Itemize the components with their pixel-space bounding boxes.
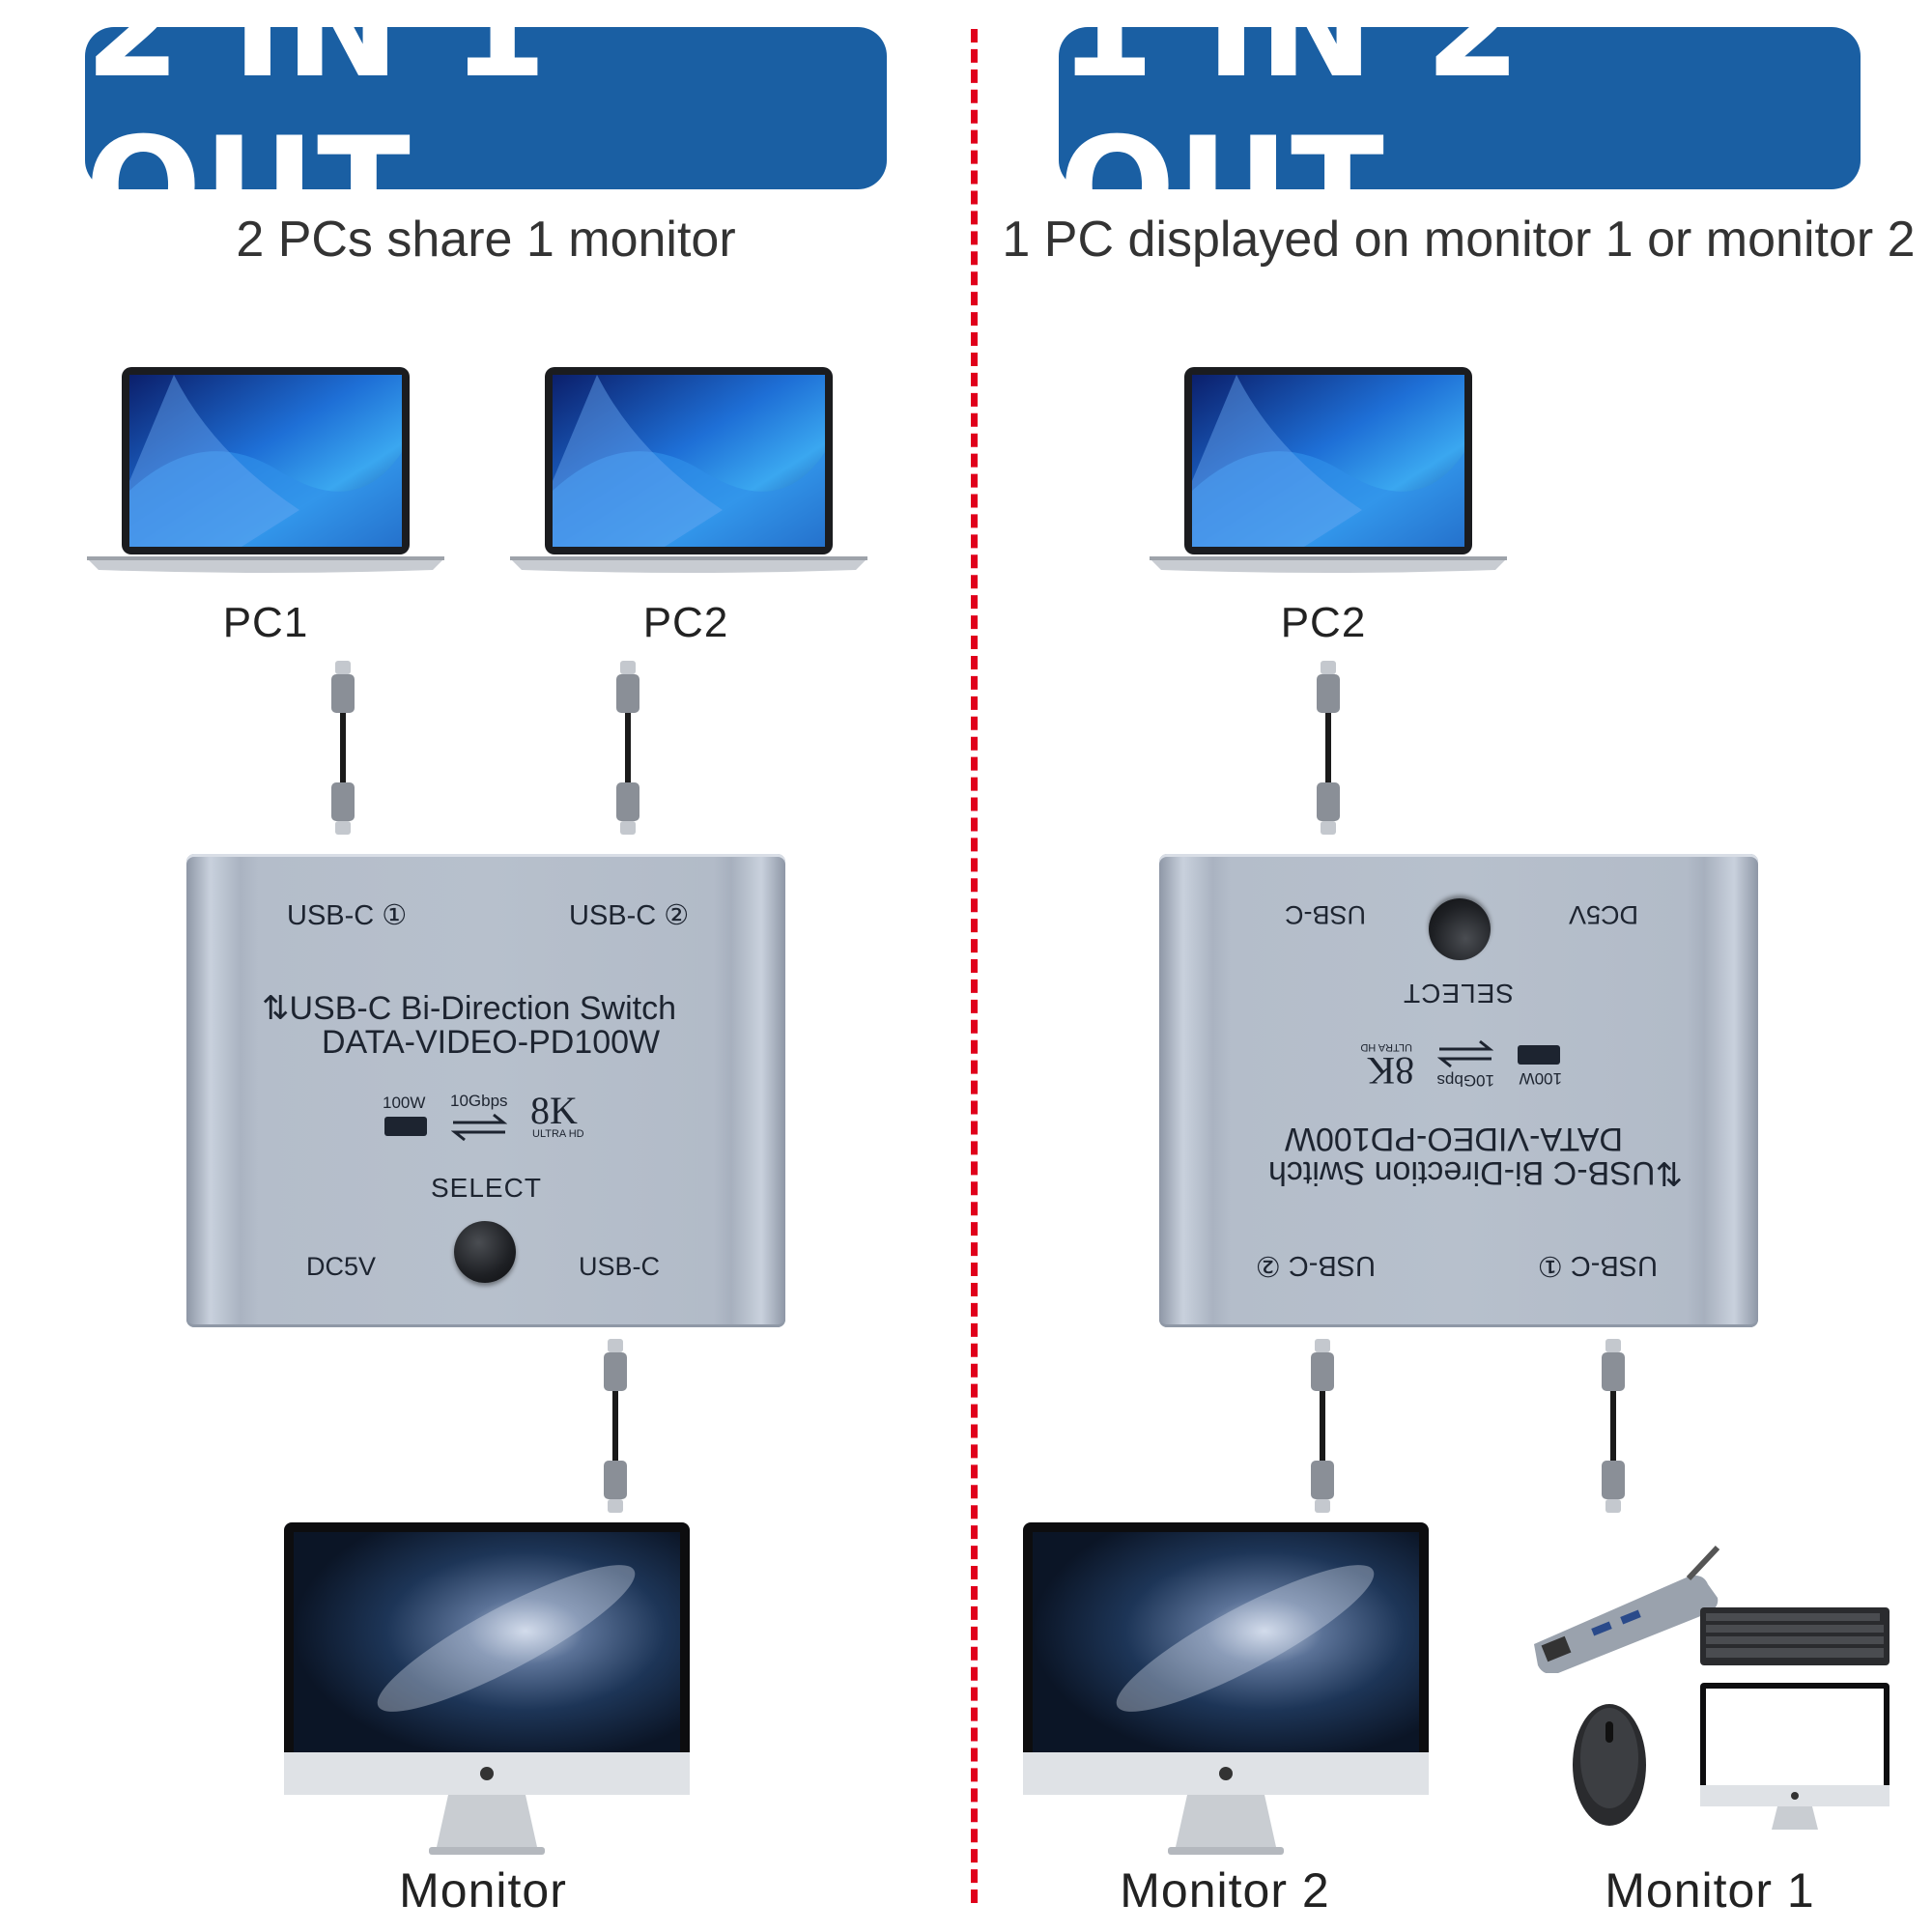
right-pc-laptop-icon — [1150, 367, 1507, 573]
left-mode-banner: 2 IN 1 OUT — [85, 0, 887, 268]
bidirection-arrows-icon — [1437, 1039, 1493, 1068]
pc1-cable — [331, 661, 355, 835]
battery-icon — [1518, 1045, 1560, 1065]
right-subtitle: 1 PC displayed on monitor 1 or monitor 2 — [1002, 212, 1916, 268]
pc2-cable — [616, 661, 639, 835]
usb-hub-icon — [1534, 1545, 1720, 1673]
switch-port1-label-rotated: USB-C ① — [1537, 1250, 1658, 1281]
switch-resolution-spec: 8K — [530, 1089, 578, 1132]
switch-dc-label: DC5V — [306, 1252, 377, 1281]
right-pc-cable — [1317, 661, 1340, 835]
switch-power-spec: 100W — [383, 1094, 426, 1112]
monitor-imac-icon — [284, 1522, 690, 1855]
select-button[interactable] — [454, 1221, 516, 1283]
right-mode-banner: 1 IN 2 OUT — [1059, 0, 1861, 268]
monitor1-label: Monitor 1 — [1605, 1863, 1815, 1918]
switch-port2-label-rotated: USB-C ② — [1255, 1250, 1376, 1281]
switch-select-label-rotated: SELECT — [1403, 979, 1514, 1009]
left-subtitle: 2 PCs share 1 monitor — [236, 212, 736, 268]
monitor2-imac-icon — [1023, 1522, 1429, 1855]
right-pc-label: PC2 — [1280, 599, 1367, 646]
keyboard-icon — [1700, 1607, 1889, 1665]
pc2-laptop-icon — [510, 367, 867, 573]
battery-icon — [384, 1117, 427, 1136]
switch-port2-label: USB-C ② — [569, 900, 690, 931]
switch-port1-label: USB-C ① — [287, 900, 408, 931]
switch-title-line2: DATA-VIDEO-PD100W — [322, 1024, 661, 1061]
monitor2-label: Monitor 2 — [1120, 1863, 1330, 1918]
bidirection-arrows-icon — [451, 1113, 507, 1142]
switch-title-line1-rotated: ⇅USB-C Bi-Direction Switch — [1267, 1154, 1683, 1191]
section-divider — [971, 29, 978, 1903]
monitor2-cable — [1311, 1339, 1334, 1513]
switch-resolution-sub-rotated: ULTRA HD — [1360, 1041, 1412, 1053]
pc1-laptop-icon — [87, 367, 444, 573]
switch-select-label: SELECT — [431, 1173, 542, 1203]
mouse-icon — [1573, 1704, 1646, 1826]
switch-power-spec-rotated: 100W — [1519, 1069, 1562, 1088]
left-switch-box: USB-C ① USB-C ② ⇅USB-C Bi-Direction Swit… — [186, 854, 785, 1327]
pc1-label: PC1 — [222, 599, 309, 646]
monitor-cable — [604, 1339, 627, 1513]
switch-dc-label-rotated: DC5V — [1568, 900, 1638, 929]
monitor1-cable — [1602, 1339, 1625, 1513]
switch-resolution-spec-rotated: 8K — [1367, 1049, 1414, 1093]
switch-speed-spec: 10Gbps — [450, 1092, 508, 1110]
monitor-label: Monitor — [399, 1863, 567, 1918]
switch-title-line2-rotated: DATA-VIDEO-PD100W — [1284, 1121, 1623, 1157]
right-switch-box: USB-C ① USB-C ② ⇅USB-C Bi-Direction Swit… — [1159, 854, 1758, 1327]
switch-speed-spec-rotated: 10Gbps — [1436, 1071, 1494, 1090]
switch-title-line1: ⇅USB-C Bi-Direction Switch — [262, 990, 677, 1027]
switch-usbc-label-rotated: USB-C — [1284, 900, 1366, 929]
select-button-rotated[interactable] — [1429, 898, 1491, 960]
pc2-label: PC2 — [642, 599, 729, 646]
switch-resolution-sub: ULTRA HD — [532, 1128, 584, 1140]
switch-usbc-out-label: USB-C — [579, 1252, 661, 1281]
monitor1-imac-icon — [1700, 1683, 1889, 1830]
